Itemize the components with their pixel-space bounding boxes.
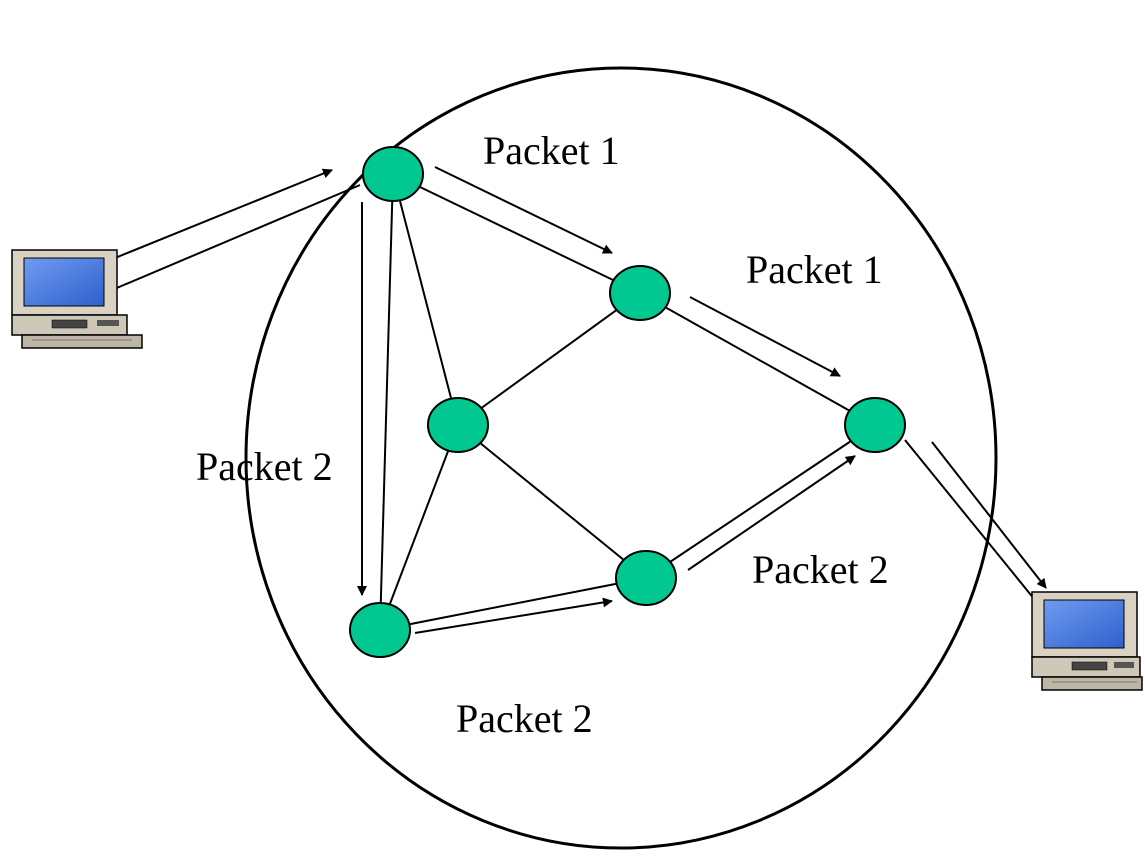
arrow-n5-to-n6 <box>414 597 613 634</box>
link-n1-n3 <box>392 173 459 426</box>
link-sender-n1 <box>111 184 361 291</box>
link-n2-n4 <box>639 292 876 426</box>
network-links <box>111 173 1036 631</box>
node-1 <box>362 146 424 202</box>
arrow-n2-to-n4 <box>689 296 841 377</box>
computer-icon-receiver <box>1031 591 1143 691</box>
label-packet1-right: Packet 1 <box>746 247 883 292</box>
node-2 <box>609 265 671 321</box>
link-n2-n3 <box>457 292 641 426</box>
arrow-sender-to-n1 <box>114 168 333 259</box>
link-n4-receiver <box>904 439 1036 601</box>
link-n3-n5 <box>379 424 459 631</box>
link-n6-n4 <box>645 424 876 579</box>
link-n1-n2 <box>392 173 641 294</box>
computer-icon-sender <box>11 249 143 349</box>
node-5 <box>349 602 411 658</box>
node-4 <box>844 397 906 453</box>
arrow-n1-to-n2 <box>434 166 613 254</box>
network-boundary <box>244 66 998 850</box>
arrow-n6-to-n4 <box>687 455 856 571</box>
link-n5-n6 <box>379 577 647 631</box>
network-nodes <box>349 146 906 658</box>
link-n1-n5 <box>379 173 394 631</box>
link-n3-n6 <box>457 424 647 579</box>
node-6 <box>615 550 677 606</box>
node-3 <box>427 397 489 453</box>
arrow-n4-to-receiver <box>931 441 1047 589</box>
label-packet2-left: Packet 2 <box>196 444 333 489</box>
packet-arrows <box>114 166 1047 634</box>
label-packet1-top: Packet 1 <box>483 128 620 173</box>
label-packet2-bottom: Packet 2 <box>456 696 593 741</box>
label-packet2-right: Packet 2 <box>752 547 889 592</box>
